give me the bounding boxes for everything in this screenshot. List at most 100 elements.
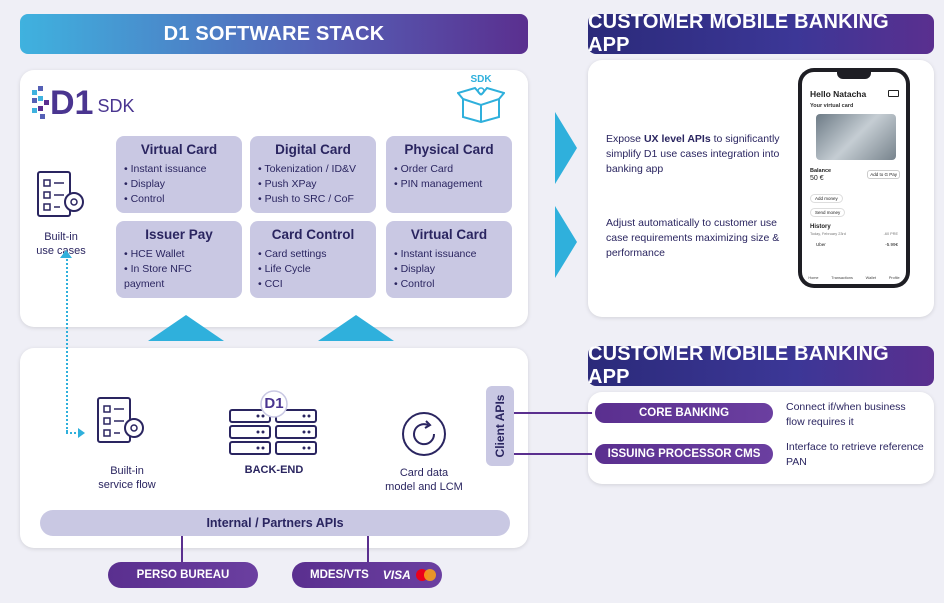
arrow-up-right-icon [318, 315, 394, 341]
dotted-connector [66, 256, 68, 432]
card-digital-card: Digital Card Tokenization / ID&V Push XP… [250, 136, 376, 213]
core-banking-pill: CORE BANKING [592, 400, 776, 426]
nav-profile[interactable]: Profile [888, 276, 900, 280]
phone-balance-label: Balance [810, 168, 832, 174]
card-title: Virtual Card [140, 142, 218, 157]
builtin-service-flow-label: Built-in service flow [98, 465, 156, 491]
checklist-gear-icon [37, 171, 84, 217]
backend-d1-logo: D1 [264, 395, 284, 412]
chevron-right-icon [555, 112, 577, 184]
open-box-icon [456, 86, 506, 124]
logo-d1-text: D1 [50, 84, 94, 122]
card-title: Virtual Card [410, 227, 488, 242]
phone-history-date: Today, February 23rd [810, 232, 846, 236]
card-item: Order Card [394, 162, 504, 177]
card-issuer-pay: Issuer Pay HCE Wallet In Store NFC payme… [116, 221, 242, 298]
issuing-processor-desc: Interface to retrieve reference PAN [786, 441, 924, 468]
perso-bureau-pill: PERSO BUREAU [108, 562, 258, 588]
pixel-logo-icon [32, 86, 49, 119]
card-item: Control [124, 192, 234, 207]
card-title: Card Control [271, 227, 355, 242]
phone-history-uber: Uber [816, 242, 826, 247]
core-banking-connector [514, 412, 606, 414]
mobile-app-header-top: CUSTOMER MOBILE BANKING APP [588, 11, 934, 56]
backend-label: BACK-END [244, 464, 304, 476]
card-item: Card settings [258, 247, 368, 262]
phone-notch [837, 72, 871, 79]
card-card-control: Card Control Card settings Life Cycle CC… [250, 221, 376, 298]
arrow-up-left-icon [148, 315, 224, 341]
mdes-vts-label: MDES/VTS [310, 569, 369, 581]
card-item: Life Cycle [258, 262, 368, 277]
card-title: Physical Card [404, 142, 494, 157]
card-virtual-card-2: Virtual Card Instant issuance Display Co… [386, 221, 512, 298]
send-money-button[interactable]: Send money [810, 208, 846, 217]
card-item: Control [394, 277, 504, 292]
card-item: Display [394, 262, 504, 277]
add-money-button[interactable]: Add money [810, 194, 843, 203]
card-title: Digital Card [275, 142, 351, 157]
card-item: Instant issuance [394, 247, 504, 262]
client-apis-label: Client APIs [493, 394, 507, 458]
issuing-connector [514, 453, 606, 455]
mastercard-icon [415, 569, 436, 581]
dotted-arrow-right-icon [78, 428, 85, 438]
issuing-processor-pill: ISSUING PROCESSOR CMS [592, 441, 776, 467]
internal-partners-apis-bar: Internal / Partners APIs [40, 510, 510, 536]
mobile-app-panel: Expose UX level APIs to significantly si… [588, 60, 934, 317]
card-title: Issuer Pay [145, 227, 213, 242]
card-item: Push to SRC / CoF [258, 192, 368, 207]
phone-bottom-nav: Home Transactions Wallet Profile [802, 276, 906, 280]
nav-home[interactable]: Home [808, 276, 819, 280]
refresh-cycle-icon [402, 412, 446, 456]
card-item: PIN management [394, 177, 504, 192]
software-stack-header: D1 SOFTWARE STACK [20, 14, 528, 54]
phone-balance-value: 50 € [810, 175, 824, 182]
logo-sdk-text: SDK [97, 95, 135, 116]
card-item: CCI [258, 277, 368, 292]
phone-mockup: Hello Natacha Your virtual card Balance … [798, 68, 910, 288]
adjust-text: Adjust automatically to customer use cas… [606, 217, 780, 259]
ux-apis-bold: UX level APIs [643, 133, 711, 145]
d1-sdk-logo: D1 SDK [32, 86, 134, 120]
phone-screen: Hello Natacha Your virtual card Balance … [802, 72, 906, 284]
mdes-connector [367, 536, 369, 562]
card-virtual-card: Virtual Card Instant issuance Display Co… [116, 136, 242, 213]
nav-wallet[interactable]: Wallet [865, 276, 877, 280]
ux-apis-post: to significantly simplify D1 use cases i… [606, 133, 780, 175]
backend-panel: Built-in service flow D1 BACK-END Card d… [20, 348, 528, 548]
sdk-box: SDK [454, 74, 508, 128]
phone-history-amount2: -5.99€ [885, 242, 898, 247]
chevron-right-icon [555, 206, 577, 278]
card-physical-card: Physical Card Order Card PIN management [386, 136, 512, 213]
add-to-gpay-button[interactable]: Add to G Pay [867, 170, 900, 179]
dotted-connector-h [66, 432, 80, 434]
ux-apis-pre: Expose [606, 133, 644, 145]
mdes-vts-pill: MDES/VTS VISA [292, 562, 442, 588]
checklist-gear-icon [97, 397, 144, 443]
core-banking-desc: Connect if/when business flow requires i… [786, 401, 906, 428]
nav-transactions[interactable]: Transactions [831, 276, 853, 280]
sdk-panel: D1 SDK SDK Built-in use cases Virtual Ca… [20, 70, 528, 327]
wallet-icon [888, 90, 899, 97]
visa-logo: VISA [382, 568, 411, 582]
phone-history-label: History [810, 224, 831, 230]
phone-card-image [816, 114, 896, 160]
card-item: Push XPay [258, 177, 368, 192]
card-item: Display [124, 177, 234, 192]
client-apis-box: Client APIs [486, 386, 514, 466]
phone-history-amount1: -60 PRE [883, 232, 898, 236]
phone-greeting: Hello Natacha [810, 89, 867, 99]
mobile-app-header-bottom: CUSTOMER MOBILE BANKING APP [588, 343, 934, 388]
sdk-box-label: SDK [470, 74, 492, 85]
perso-connector [181, 536, 183, 562]
card-item: Instant issuance [124, 162, 234, 177]
card-item: Tokenization / ID&V [258, 162, 368, 177]
dotted-arrow-up-icon [60, 250, 72, 258]
card-item: HCE Wallet [124, 247, 234, 262]
ux-apis-text: Expose UX level APIs to significantly si… [606, 132, 796, 177]
phone-virtual-card-label: Your virtual card [810, 103, 854, 109]
server-rack-icon [229, 390, 317, 455]
card-data-label: Card data model and LCM [385, 467, 463, 493]
card-item: In Store NFC payment [124, 262, 234, 292]
